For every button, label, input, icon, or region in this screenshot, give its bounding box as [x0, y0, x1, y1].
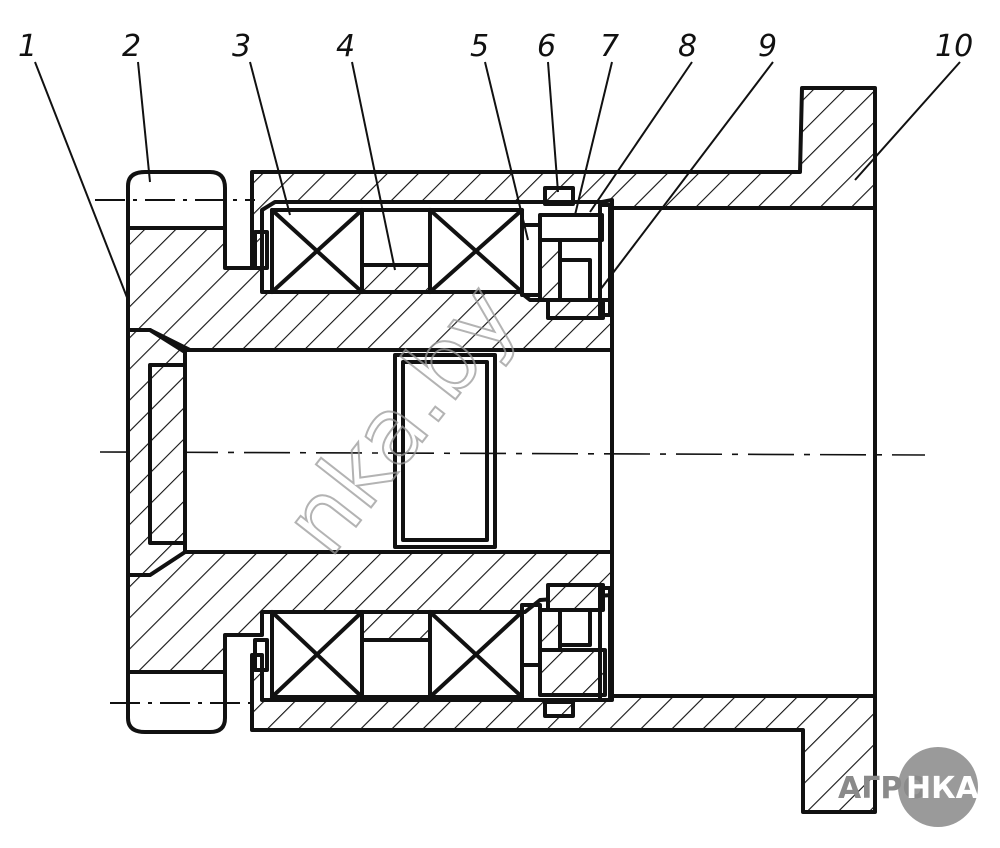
center-line — [99, 451, 926, 456]
callout-6: 6 — [537, 29, 556, 64]
leader-lines — [34, 61, 961, 301]
callout-9: 9 — [758, 29, 777, 64]
callout-2: 2 — [122, 29, 141, 64]
logo-left-text: АГРО — [838, 771, 928, 806]
seal-lower — [520, 583, 612, 718]
bearing-lower-right — [428, 610, 524, 699]
callout-7: 7 — [600, 29, 619, 64]
agronka-logo: АГРО НКА — [838, 747, 980, 827]
logo-right-text: НКА — [906, 771, 980, 806]
bore — [148, 348, 614, 554]
callout-labels: 1 2 3 4 5 6 7 8 9 10 — [18, 29, 973, 64]
gear-part-2 — [95, 170, 255, 734]
callout-1: 1 — [18, 29, 37, 64]
bearing-lower-left — [270, 610, 364, 699]
callout-4: 4 — [336, 29, 355, 64]
callout-8: 8 — [678, 29, 697, 64]
callout-5: 5 — [470, 29, 489, 64]
bearing-upper-left — [270, 208, 364, 294]
seal-upper — [520, 186, 612, 320]
callout-3: 3 — [232, 29, 251, 64]
spacer-lower — [360, 610, 432, 699]
retaining-rings — [253, 230, 269, 672]
callout-10: 10 — [935, 29, 973, 64]
spacer-part-4 — [360, 208, 432, 294]
